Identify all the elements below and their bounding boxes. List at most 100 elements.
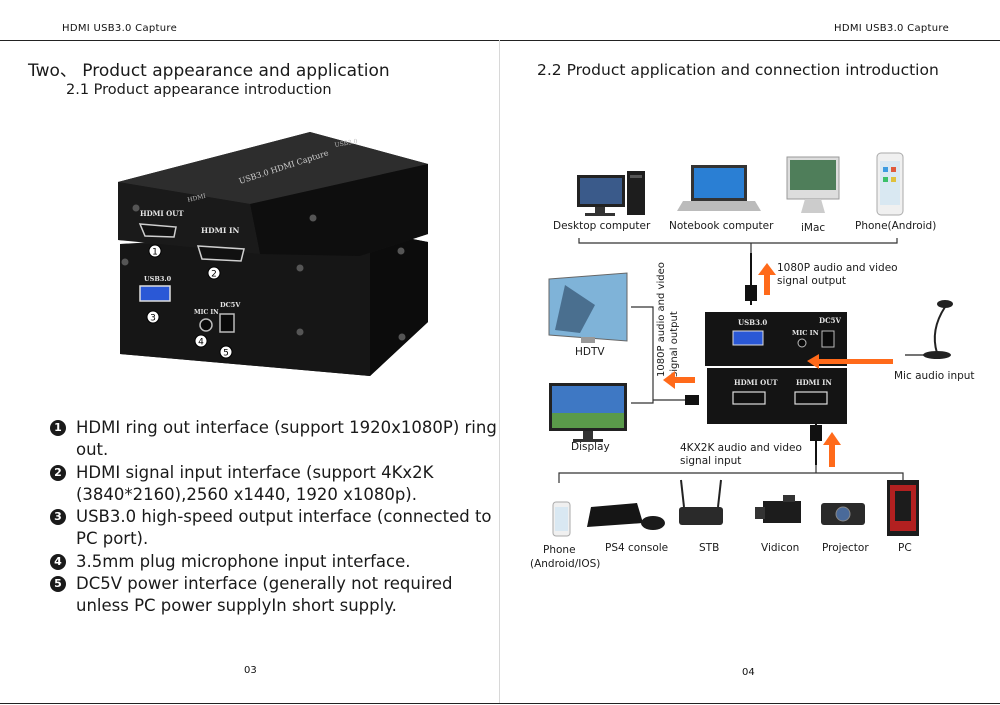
screw-icon [309, 214, 317, 222]
header-left-title: HDMI USB3.0 Capture [62, 23, 178, 34]
imac-icon [786, 156, 840, 213]
vidicon-icon [755, 495, 801, 523]
label-projector: Projector [822, 542, 869, 554]
device-top-small2: USB3.0 [334, 138, 358, 149]
hdmi-in-port-icon [196, 245, 245, 262]
list-item: 1 HDMI ring out interface (support 1920x1… [50, 417, 500, 462]
svg-text:USB3.0: USB3.0 [738, 318, 767, 327]
callout-1: 1 [148, 244, 162, 258]
svg-text:MIC IN: MIC IN [792, 329, 819, 337]
number-badge: 5 [50, 576, 66, 593]
list-item-text: HDMI ring out interface (support 1920x10… [76, 418, 497, 460]
number-badge: 2 [50, 464, 66, 481]
number-badge: 4 [50, 553, 66, 570]
projector-icon [821, 503, 865, 525]
label-input-signal: 4KX2K audio and video signal input [680, 442, 805, 467]
list-item-text: USB3.0 high-speed output interface (conn… [76, 507, 492, 549]
list-item: 3 USB3.0 high-speed output interface (con… [50, 506, 500, 551]
label-pc: PC [898, 542, 912, 554]
label-phone-android: Phone(Android) [855, 220, 936, 232]
device-usb-label: USB3.0 [144, 275, 172, 283]
label-side-signal-output: 1080P audio and video signal output [656, 259, 680, 377]
device-top-small: HDMI [187, 193, 207, 204]
pc-tower-icon [887, 480, 919, 536]
screw-icon [296, 328, 304, 336]
output-arrow-icon [758, 263, 776, 295]
microphone-icon [905, 300, 953, 359]
label-display: Display [571, 441, 610, 453]
mic-jack-icon [199, 318, 213, 332]
phone-android-ios-icon [552, 501, 571, 537]
list-item-text: HDMI signal input interface (support 4Kx… [76, 462, 434, 504]
screw-icon [121, 258, 129, 266]
list-item: 2 HDMI signal input interface (support 4K… [50, 462, 500, 507]
list-item: 4 3.5mm plug microphone input interface. [50, 551, 500, 573]
page-divider [499, 40, 500, 703]
device-dc-label: DC5V [220, 301, 241, 309]
device-hdmi-in-label: HDMI IN [201, 226, 240, 235]
svg-text:5: 5 [223, 349, 229, 359]
hdmi-out-port-icon [138, 223, 177, 238]
notebook-computer-icon [677, 165, 761, 211]
svg-text:4: 4 [198, 338, 204, 348]
page-number-right: 04 [742, 667, 755, 678]
hdmi-plug-in-icon [810, 425, 822, 441]
left-bracket [631, 306, 654, 404]
input-arrow-icon [823, 432, 841, 467]
label-ps4-console: PS4 console [605, 542, 668, 554]
stb-icon [679, 479, 723, 525]
device-hdmi-out-label: HDMI OUT [140, 209, 184, 218]
number-badge: 3 [50, 509, 66, 526]
label-continuation: signal output [669, 311, 680, 377]
label-continuation: signal output [777, 275, 846, 287]
svg-text:2: 2 [211, 270, 217, 280]
svg-text:HDMI OUT: HDMI OUT [734, 378, 778, 387]
dc-jack-icon [219, 313, 235, 333]
hdmi-plug-out-icon [685, 395, 699, 405]
screw-icon [398, 333, 406, 341]
label-mic-audio-input: Mic audio input [894, 370, 975, 382]
callout-4: 4 [194, 334, 208, 348]
page-number-left: 03 [244, 665, 257, 676]
bottom-bracket [558, 472, 904, 483]
header-right-title: HDMI USB3.0 Capture [834, 23, 950, 34]
feature-list: 1 HDMI ring out interface (support 1920x1… [50, 417, 500, 618]
svg-text:1: 1 [152, 248, 158, 258]
hdmi-out-arrow-icon [663, 371, 695, 389]
label-phone-sub: (Android/IOS) [530, 558, 600, 570]
ps4-console-icon [587, 503, 665, 530]
desktop-computer-icon [577, 171, 645, 216]
header-rule [0, 40, 1000, 41]
display-icon [549, 383, 627, 442]
number-badge: 1 [50, 420, 66, 436]
usb-plug-icon [745, 285, 757, 301]
screw-icon [397, 247, 405, 255]
label-notebook-computer: Notebook computer [669, 220, 774, 232]
label-continuation: signal input [680, 455, 741, 467]
list-item-text: DC5V power interface (generally not requ… [76, 574, 453, 616]
footer-rule [0, 703, 1000, 704]
section-title-application: 2.2 Product application and connection i… [537, 61, 939, 79]
list-item: 5 DC5V power interface (generally not req… [50, 573, 500, 618]
svg-text:HDMI IN: HDMI IN [796, 378, 832, 387]
svg-text:DC5V: DC5V [819, 316, 842, 325]
callout-5: 5 [219, 345, 233, 359]
screw-icon [296, 264, 304, 272]
svg-text:3: 3 [150, 314, 156, 324]
connection-diagram: Desktop computer Notebook computer iMac … [530, 152, 975, 570]
screw-icon [132, 204, 140, 212]
label-desktop-computer: Desktop computer [553, 220, 651, 232]
label-imac: iMac [801, 222, 825, 234]
device-illustration: USB3.0 HDMI Capture HDMI USB3.0 HDMI OUT… [118, 132, 428, 376]
phone-android-icon [876, 152, 904, 216]
list-item-text: 3.5mm plug microphone input interface. [76, 551, 411, 571]
label-phone: Phone [543, 544, 576, 556]
capture-box-upper: USB3.0 MIC IN DC5V [705, 312, 847, 366]
top-bracket [578, 238, 898, 244]
callout-3: 3 [146, 310, 160, 324]
capture-box-lower: HDMI OUT HDMI IN [707, 368, 847, 424]
section-title-product-appearance: Two、 Product appearance and application [28, 61, 390, 81]
device-mic-label: MIC IN [194, 309, 219, 316]
label-vidicon: Vidicon [761, 542, 799, 554]
label-output-signal: 1080P audio and video signal output [777, 262, 901, 287]
